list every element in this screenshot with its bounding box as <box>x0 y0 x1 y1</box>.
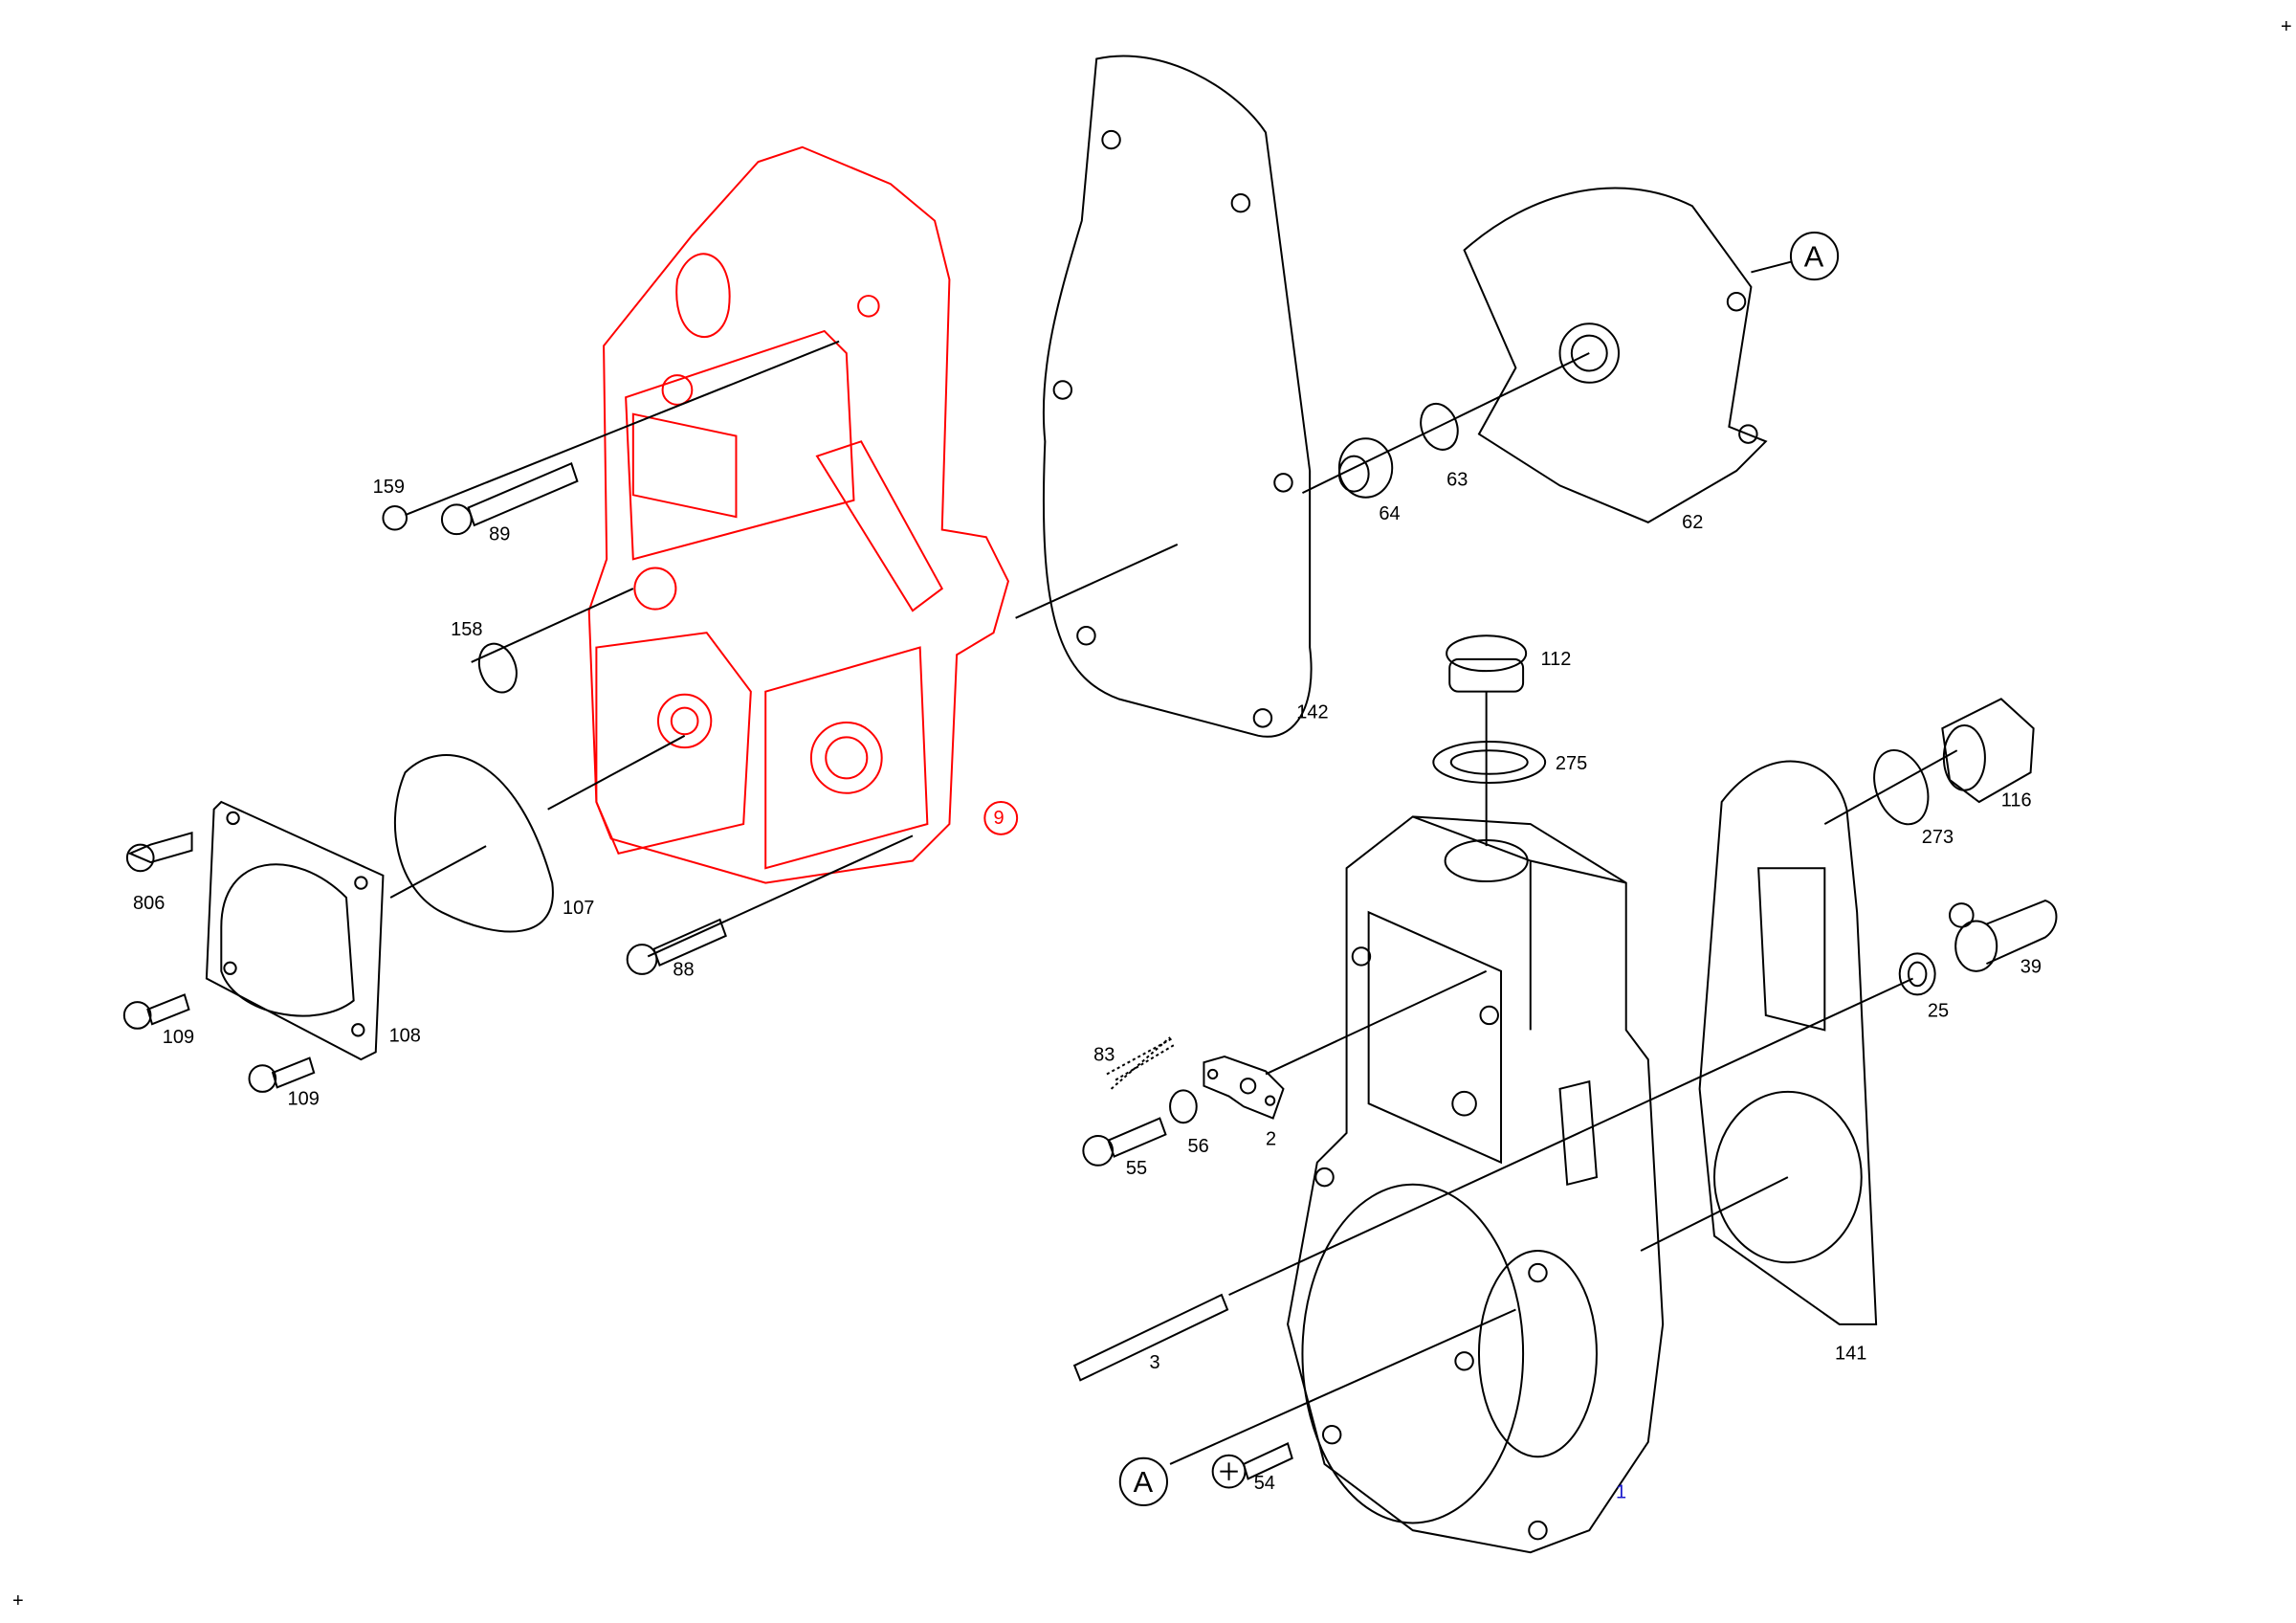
callout-A-top: A <box>1804 239 1824 273</box>
gasket-141-opening <box>1712 1090 1863 1264</box>
nut-25[interactable] <box>1898 952 1936 996</box>
callout-806: 806 <box>133 893 165 914</box>
o-ring-158[interactable] <box>473 638 523 698</box>
leader-lines <box>389 340 1958 1465</box>
callout-109-upper: 109 <box>163 1027 194 1048</box>
callout-142: 142 <box>1296 701 1328 723</box>
callout-39: 39 <box>2020 956 2042 977</box>
callout-107: 107 <box>563 898 594 919</box>
washer-275[interactable] <box>1432 740 1547 785</box>
screw-88[interactable] <box>626 918 727 975</box>
nut-116[interactable] <box>1941 698 2035 804</box>
callout-3: 3 <box>1150 1352 1160 1373</box>
callout-A-bottom: A <box>1134 1465 1154 1499</box>
callout-9-circle <box>983 801 1019 835</box>
cover-plate-108[interactable] <box>205 800 385 1061</box>
callout-A-bottom-circle <box>1118 1456 1168 1506</box>
callout-158: 158 <box>451 619 482 640</box>
callout-88: 88 <box>673 959 694 980</box>
callout-54: 54 <box>1254 1473 1275 1494</box>
bracket-2[interactable] <box>1203 1055 1285 1120</box>
callout-273: 273 <box>1922 827 1954 848</box>
screw-89[interactable] <box>440 462 579 536</box>
washer-56[interactable] <box>1169 1089 1198 1124</box>
callout-9: 9 <box>994 808 1004 829</box>
spring-83[interactable] <box>1106 1036 1176 1090</box>
callout-2: 2 <box>1266 1128 1276 1149</box>
callout-159: 159 <box>373 477 405 498</box>
callout-112: 112 <box>1541 649 1572 670</box>
gasket-142[interactable] <box>1042 55 1313 738</box>
callout-116: 116 <box>2001 790 2032 812</box>
callout-109-lower: 109 <box>287 1089 319 1110</box>
screw-55[interactable] <box>1082 1117 1167 1167</box>
bolt-109-lower[interactable] <box>248 1056 316 1093</box>
nut-64[interactable] <box>1337 437 1394 499</box>
corner-mark-bottom-left: + <box>12 1590 24 1612</box>
callout-89: 89 <box>489 523 510 545</box>
callout-A-top-circle <box>1789 231 1840 281</box>
pump-housing-9[interactable] <box>587 145 1009 884</box>
callout-25: 25 <box>1928 1000 1949 1021</box>
callout-1: 1 <box>1616 1481 1626 1502</box>
gasket-141[interactable] <box>1698 760 1878 1325</box>
screw-54[interactable] <box>1211 1442 1293 1489</box>
gasket-107[interactable] <box>393 754 554 933</box>
corner-mark-top-right: + <box>2281 16 2292 37</box>
bracket-62[interactable] <box>1463 187 1768 523</box>
callout-56: 56 <box>1188 1136 1209 1157</box>
callout-275: 275 <box>1556 753 1587 774</box>
ring-63[interactable] <box>1415 398 1465 455</box>
callout-83: 83 <box>1093 1045 1115 1066</box>
gasket-142-holes <box>1052 129 1293 728</box>
callout-63: 63 <box>1446 469 1468 490</box>
bolt-109-upper[interactable] <box>122 993 190 1030</box>
callout-55: 55 <box>1126 1158 1147 1179</box>
washer-159[interactable] <box>382 504 408 531</box>
callout-141: 141 <box>1835 1344 1866 1365</box>
callout-108: 108 <box>389 1026 421 1047</box>
o-ring-273[interactable] <box>1865 743 1937 832</box>
gasket-141-window <box>1757 867 1826 1032</box>
stud-3[interactable] <box>1072 1293 1229 1382</box>
bolt-806[interactable] <box>125 831 193 873</box>
plug-112[interactable] <box>1446 634 1528 693</box>
callout-64: 64 <box>1379 503 1400 524</box>
clamp-39[interactable] <box>1949 899 2058 972</box>
callout-62: 62 <box>1682 512 1703 533</box>
governor-housing-1[interactable] <box>1287 815 1665 1554</box>
